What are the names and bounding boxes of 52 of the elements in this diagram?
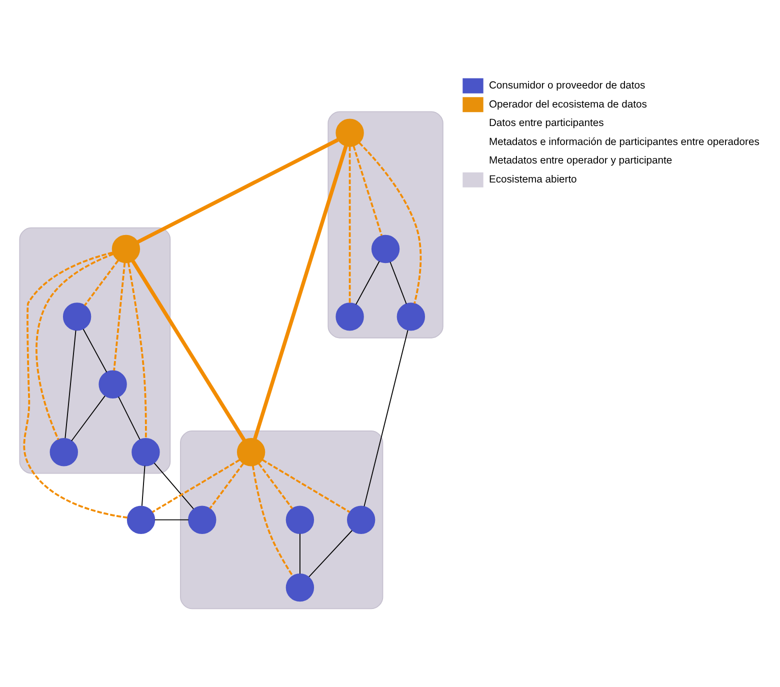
node-circle	[346, 506, 376, 534]
connector	[152, 459, 240, 513]
legend-label: Metadatos entre operador y participante	[488, 156, 672, 167]
connector	[113, 262, 126, 371]
node-circle	[236, 438, 266, 466]
connector	[364, 330, 408, 507]
node-circle	[286, 573, 314, 602]
connector	[84, 260, 119, 306]
connector	[71, 395, 106, 442]
connector	[64, 330, 76, 439]
node-circle	[371, 234, 400, 264]
node-circle	[336, 118, 364, 147]
connector	[258, 463, 294, 510]
connector	[358, 142, 422, 304]
node-circle	[126, 506, 156, 534]
node-circle	[112, 234, 140, 264]
connector	[390, 262, 407, 304]
legend-label: Datos entre participantes	[488, 118, 604, 130]
cluster	[328, 111, 444, 338]
node-circle	[98, 370, 127, 399]
connector	[154, 462, 194, 510]
node-circle	[396, 302, 426, 331]
legend-label: Ecosistema abierto	[488, 174, 577, 186]
connector	[118, 396, 140, 440]
connector	[348, 146, 351, 303]
connector	[141, 465, 146, 506]
connector	[127, 262, 147, 438]
connector	[131, 260, 246, 442]
connector	[352, 146, 383, 236]
node-circle	[50, 438, 78, 466]
legend-label: Operador del ecosistema de datos	[488, 99, 647, 110]
connector	[299, 533, 300, 574]
connector	[308, 530, 353, 578]
cluster	[19, 227, 171, 474]
connector	[23, 252, 128, 518]
connector	[82, 328, 108, 373]
node-circle	[132, 438, 160, 466]
connector	[262, 459, 350, 513]
connector	[355, 260, 380, 305]
legend-label: Consumidor o proveedor de datos	[488, 80, 646, 92]
connector	[253, 146, 348, 440]
node-circle	[336, 302, 364, 331]
cluster	[180, 430, 384, 610]
node-circle	[286, 506, 314, 534]
node-circle	[188, 506, 216, 534]
connector	[154, 519, 189, 520]
node-circle	[62, 302, 92, 331]
connector	[209, 463, 244, 510]
connector	[36, 253, 114, 440]
connector	[136, 138, 339, 244]
legend-label: Metadatos e información de participantes entre operadores	[488, 136, 760, 148]
connector	[252, 466, 294, 576]
